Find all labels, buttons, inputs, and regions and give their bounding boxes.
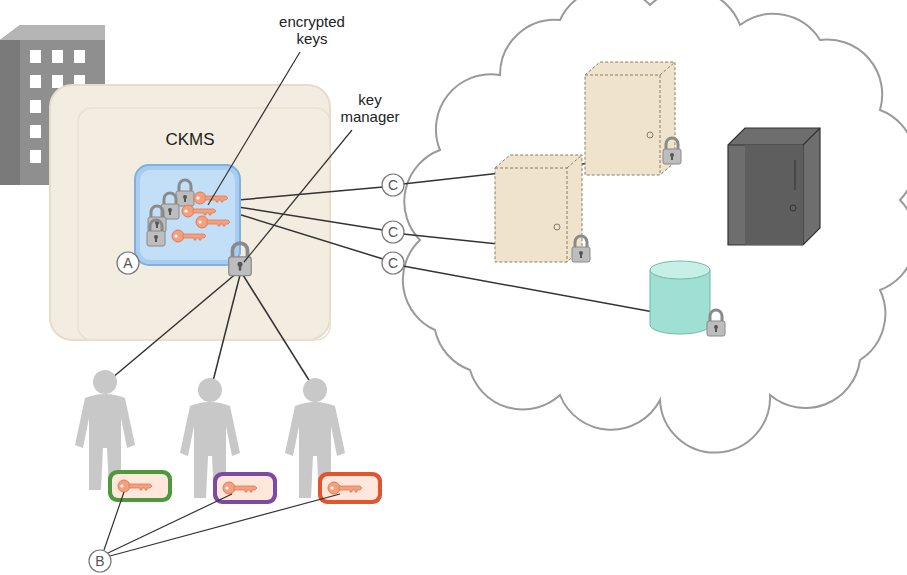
leader-label: key manager — [330, 91, 410, 126]
callout-letter: C — [384, 254, 402, 272]
leader-label: encrypted keys — [272, 13, 352, 48]
callout-letter: C — [384, 176, 402, 194]
callout-letter: C — [384, 223, 402, 241]
box-title: CKMS — [50, 130, 330, 150]
ckms-box: CKMS — [50, 85, 330, 340]
callout-letter: A — [119, 254, 137, 272]
callout-letter: B — [91, 552, 109, 570]
